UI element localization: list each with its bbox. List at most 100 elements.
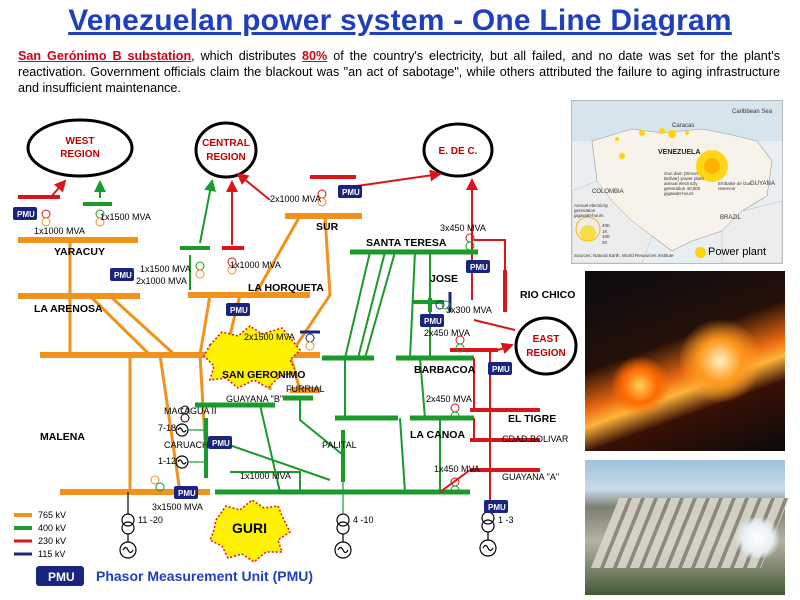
pmu-label: PMU	[470, 263, 488, 272]
gen-label-2: 1-12	[158, 456, 176, 466]
rating-10: 2x1500 MVA	[244, 332, 295, 342]
bus-la-horqueta: LA HORQUETA	[248, 282, 324, 294]
venezuela-map: VENEZUELA Caracas Caribbean Sea COLOMBIA…	[571, 100, 783, 264]
edec-region-label: E. DE C.	[439, 146, 478, 157]
rating-3: 1x1500 MVA	[140, 264, 191, 274]
rating-1: 1x1500 MVA	[100, 212, 151, 222]
pmu-label: PMU	[492, 365, 510, 374]
gen-label-5: 1 -3	[498, 515, 514, 525]
rating-6: 2x1000 MVA	[270, 194, 321, 204]
pmu-label: PMU	[212, 439, 230, 448]
west-region: WEST REGION	[26, 118, 134, 178]
page-title: Venezuelan power system - One Line Diagr…	[68, 4, 732, 37]
west-region-label-2: REGION	[60, 149, 99, 160]
spillway-water	[735, 518, 780, 558]
gen-label-1: 7-18	[158, 423, 176, 433]
rating-11: 2x450 MVA	[426, 394, 472, 404]
bus-la-arenosa: LA ARENOSA	[34, 303, 103, 315]
pmu-note: Phasor Measurement Unit (PMU)	[96, 568, 314, 584]
map-shapes	[572, 101, 782, 263]
guri-burst	[209, 499, 291, 563]
legend-400: 400 kV	[38, 523, 66, 533]
bus-jose: JOSE	[430, 273, 458, 285]
map-title: VENEZUELA	[658, 149, 701, 156]
bus-macagua: MACAGUA II	[164, 406, 217, 416]
bus-furrial: FURRIAL	[286, 384, 325, 394]
map-gen-legend-values: 40K 1K 100 20	[602, 223, 610, 245]
intro-percentage: 80%	[302, 49, 328, 63]
central-region-label-2: REGION	[206, 152, 245, 163]
map-label-sea: Caribbean Sea	[732, 109, 773, 115]
bus-sur: SUR	[316, 221, 339, 233]
map-sources: Sources: Natural Earth, World Resources …	[574, 253, 674, 258]
map-gen-value: 100	[602, 234, 610, 239]
pmu-label: PMU	[424, 317, 442, 326]
rating-13: 1x450 MVA	[434, 464, 480, 474]
power-plant-dot-icon	[695, 247, 706, 258]
rating-2: 1x1000 MVA	[34, 226, 85, 236]
fire-glow-secondary	[610, 356, 670, 416]
rating-5: 1x1000 MVA	[230, 260, 281, 270]
bus-cdad-bolivar: CDAD.BOLIVAR	[502, 434, 569, 444]
pmu-label: PMU	[488, 503, 506, 512]
west-region-label-1: WEST	[66, 136, 95, 147]
map-label-caracas: Caracas	[672, 123, 695, 129]
power-plant-label: Power plant	[708, 246, 767, 258]
legend-230: 230 kV	[38, 536, 66, 546]
voltage-legend: 765 kV 400 kV 230 kV 115 kV PMU	[14, 510, 84, 586]
east-region-label-1: EAST	[533, 334, 560, 345]
rating-4: 2x1000 MVA	[136, 276, 187, 286]
legend-115: 115 kV	[38, 549, 65, 559]
generators	[119, 423, 497, 559]
rating-12: 1x1000 MVA	[240, 471, 291, 481]
pmu-label: PMU	[342, 188, 360, 197]
map-label-guyana: GUYANA	[750, 181, 775, 187]
pmu-label: PMU	[230, 306, 248, 315]
rating-14: 3x1500 MVA	[152, 502, 203, 512]
map-guri-note: Guri dam (Simon Bolivar) power plant ann…	[664, 171, 704, 196]
map-gen-value: 1K	[602, 228, 608, 234]
substation-fire-photo	[585, 271, 785, 451]
bus-san-geronimo: SAN GERONIMO	[222, 369, 305, 381]
gen-label-4: 4 -10	[353, 515, 374, 525]
intro-text-1: , which distributes	[191, 49, 303, 63]
bus-malena: MALENA	[40, 431, 85, 443]
map-gen-value: 20	[602, 239, 608, 245]
fire-glow	[680, 316, 760, 406]
map-gen-legend-title: Annual electricity generation gigawatt-h…	[574, 203, 609, 218]
bus-el-tigre: EL TIGRE	[508, 413, 556, 425]
rating-7: 3x450 MVA	[440, 223, 486, 233]
intro-paragraph: San Gerónimo B substation, which distrib…	[18, 48, 780, 96]
east-region: EAST REGION	[514, 316, 578, 376]
bus-guayana-a: GUAYANA "A"	[502, 472, 559, 482]
bus-la-canoa: LA CANOA	[410, 429, 465, 441]
bus-caruachi: CARUACHI	[164, 440, 211, 450]
bus-yaracuy: YARACUY	[54, 246, 105, 258]
intro-text-2: of the country's electricity, but all fa…	[18, 49, 780, 95]
intro-lead: San Gerónimo B substation	[18, 49, 192, 63]
bus-rio-chico: RIO CHICO	[520, 289, 575, 301]
central-region: CENTRAL REGION	[194, 121, 258, 179]
pmu-boxes: PMU PMU PMU PMU PMU PMU PMU PMU PMU PMU	[13, 185, 512, 513]
rating-8: 3x300 MVA	[446, 305, 492, 315]
rating-9: 2x450 MVA	[424, 328, 470, 338]
bus-barbacoa: BARBACOA	[414, 364, 476, 376]
bus-santa-teresa: SANTA TERESA	[366, 237, 447, 249]
bus-palital: PALITAL	[322, 440, 357, 450]
edec-region: E. DE C.	[422, 122, 494, 178]
central-region-label-1: CENTRAL	[202, 138, 250, 149]
legend-pmu-box: PMU	[48, 570, 75, 584]
bus-guri: GURI	[232, 520, 267, 536]
map-label-brazil: BRAZIL	[720, 215, 742, 221]
map-gen-value: 40K	[602, 223, 611, 228]
gen-label-3: 11 -20	[138, 515, 163, 525]
legend-765: 765 kV	[38, 510, 66, 520]
pmu-label: PMU	[114, 271, 132, 280]
east-region-label-2: REGION	[526, 348, 565, 359]
guri-dam-photo	[585, 460, 790, 595]
san-geronimo-burst	[203, 325, 302, 389]
map-label-colombia: COLOMBIA	[592, 189, 624, 195]
bus-guayana-b: GUAYANA "B"	[226, 394, 283, 404]
map-embalse: Embalse de Guri reservoir	[718, 181, 752, 191]
